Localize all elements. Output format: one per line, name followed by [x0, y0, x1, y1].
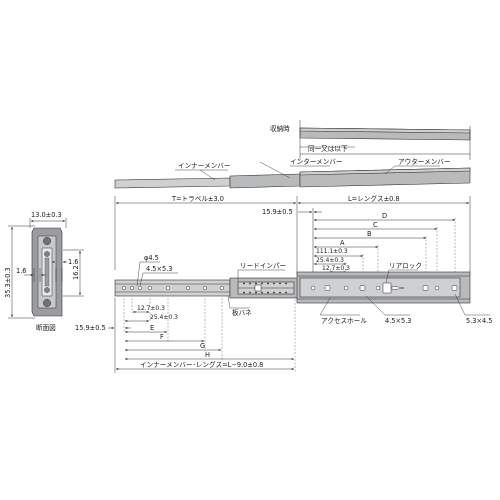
main-rail-view: [114, 271, 471, 304]
dim-F: F: [160, 333, 164, 341]
section-view-label: 断面図: [36, 323, 56, 332]
dim-C: C: [373, 221, 378, 229]
dim-111-1: 111.1±0.3: [316, 248, 348, 255]
phi-4-5-label: φ4.5: [144, 254, 159, 262]
access-hole-label: アクセスホール: [321, 317, 367, 325]
dim-15-9-bot: 15.9±0.5: [75, 324, 106, 332]
dim-15-9-top: 15.9±0.5: [262, 208, 293, 216]
dim-12-7-top: 12.7±0.3: [322, 265, 350, 272]
slot-4-5x5-3-label: 4.5×5.3: [146, 265, 173, 273]
dim-D: D: [382, 212, 387, 220]
dim-G: G: [200, 342, 205, 350]
sec-13-0-label: 13.0±0.3: [31, 211, 62, 219]
sec-1-6-b-label: 1.6: [68, 258, 79, 266]
bottom-dimensions: 12.7±0.3 25.4±0.3 15.9±0.5 E F G H インナーメ…: [75, 296, 296, 373]
slot-5-3x4-5-label: 5.3×4.5: [466, 317, 493, 325]
dim-E: E: [150, 324, 154, 332]
inner-member-label: インナーメンバー: [178, 162, 231, 170]
sec-16-2-label: 16.2: [72, 265, 80, 280]
dim-25-4-bot: 25.4±0.3: [150, 314, 178, 321]
dim-12-7-bot: 12.7±0.3: [137, 305, 165, 312]
inter-member-label: インターメンバー: [290, 157, 343, 166]
stored-state-label: 収納時: [270, 124, 290, 133]
sec-35-3-label: 35.3±0.3: [4, 267, 12, 298]
cross-section-view: 13.0±0.3 35.3±0.3 1.6 1.6 16.2 断面図: [4, 211, 84, 332]
dim-25-4-top: 25.4±0.3: [316, 257, 344, 264]
dim-A: A: [340, 239, 345, 247]
rail-callouts: リードインパー リアロック φ4.5 4.5×5.3 アクセスホール 4.5×5…: [136, 254, 493, 325]
lead-inper-label: リードインパー: [240, 262, 286, 270]
extended-view: インナーメンバー インターメンバー アウターメンバー: [114, 157, 471, 189]
stored-state-view: 収納時 同一又は以下: [270, 120, 471, 160]
same-or-less-label: 同一又は以下: [308, 145, 348, 153]
top-dimensions: T=トラベル±3.0 L=レングス±0.8 15.9±0.5 D C B A 1…: [114, 194, 471, 295]
l-length-label: L=レングス±0.8: [348, 194, 400, 203]
rear-lock-label: リアロック: [389, 262, 422, 270]
slot-4-5x5-3-b-label: 4.5×5.3: [385, 317, 412, 325]
leaf-spring-label: 板バネ: [232, 308, 252, 317]
dim-H: H: [205, 351, 210, 359]
t-travel-label: T=トラベル±3.0: [171, 195, 224, 203]
inner-length-label: インナーメンバー･レングス=L−9.0±0.8: [140, 360, 263, 369]
sec-1-6-a-label: 1.6: [16, 267, 27, 275]
outer-member-label: アウターメンバー: [398, 157, 451, 166]
dim-B: B: [367, 230, 372, 238]
